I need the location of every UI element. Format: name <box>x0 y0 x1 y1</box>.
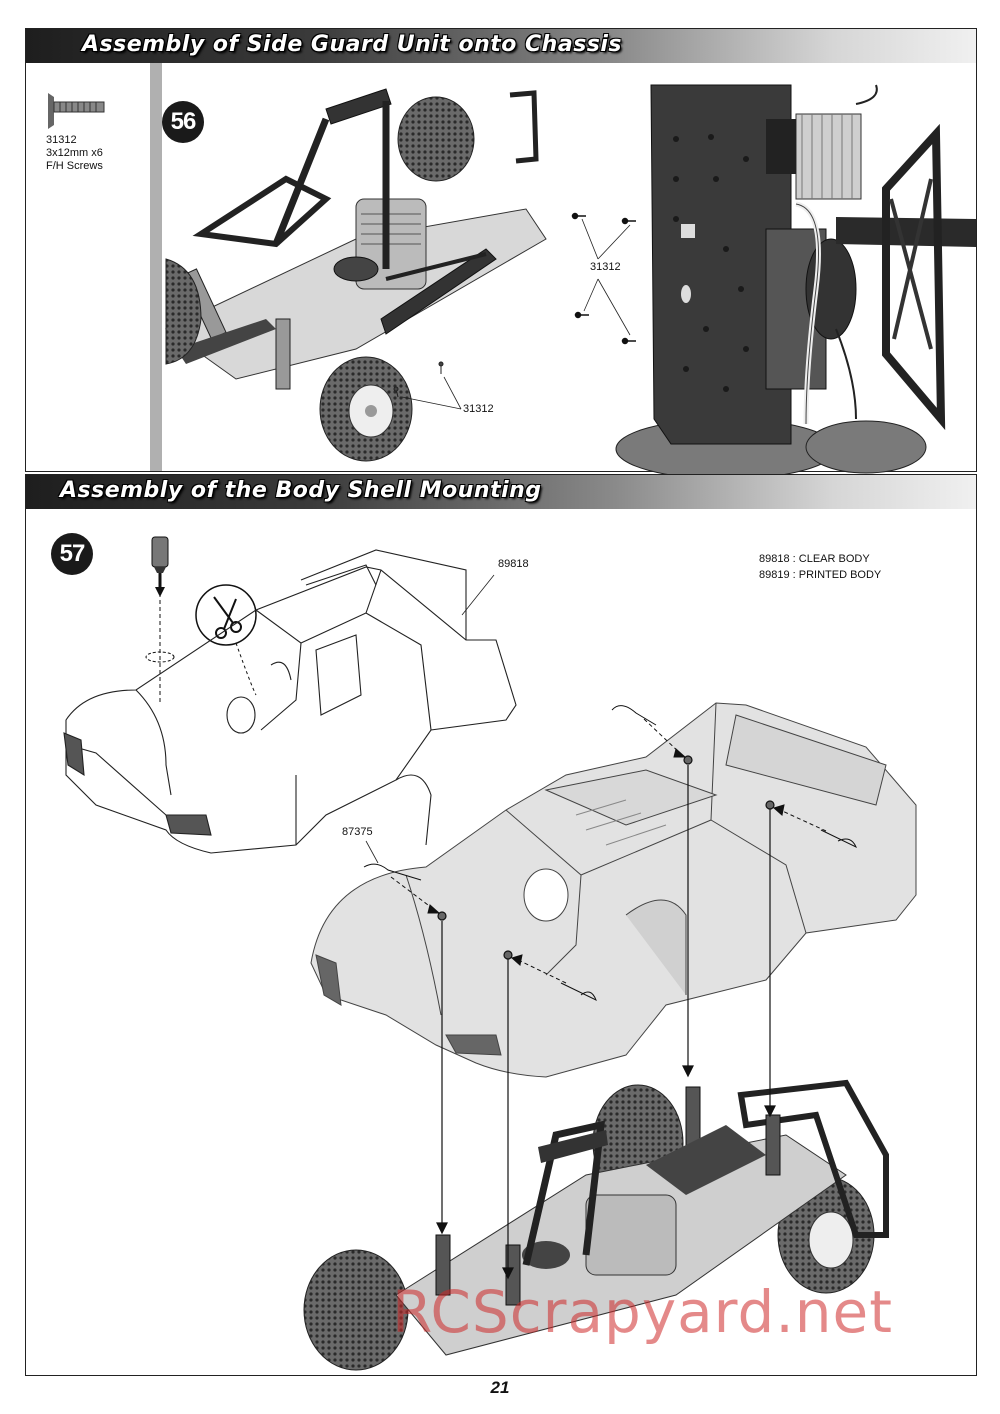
part-type: F/H Screws <box>46 160 103 172</box>
part-size: 3x12mm x6 <box>46 147 103 159</box>
side-guard-closeup-illustration <box>571 84 976 480</box>
step-number-badge: 56 <box>162 101 204 143</box>
page-number: 21 <box>490 1378 510 1397</box>
section-side-guard: Assembly of Side Guard Unit onto Chassis… <box>25 28 977 480</box>
clip-part-label: 87375 <box>342 826 373 838</box>
column-divider <box>150 63 162 471</box>
clear-body-outline <box>63 549 517 854</box>
legend-clear-body: 89818 : CLEAR BODY <box>759 553 870 565</box>
parts-list: 31312 3x12mm x6 F/H Screws <box>26 63 150 471</box>
step-number-badge: 57 <box>51 533 93 575</box>
chassis-side-guard-illustration <box>165 88 547 462</box>
watermark: RCScrapyard.net <box>392 1278 893 1346</box>
body-clip-icon <box>363 705 857 1002</box>
part-number: 31312 <box>46 134 77 146</box>
printed-body <box>310 702 917 1078</box>
chassis-bottom <box>303 1079 889 1371</box>
body-part-label: 89818 <box>498 558 529 570</box>
legend-printed-body: 89819 : PRINTED BODY <box>759 569 882 581</box>
body-shell-illustration <box>63 536 917 1371</box>
screw-label-left: 31312 <box>463 403 494 415</box>
screw-icon <box>48 93 105 129</box>
section-body-shell: Assembly of the Body Shell Mounting 57 <box>25 474 977 1376</box>
section-banner: Assembly of Side Guard Unit onto Chassis <box>26 29 976 63</box>
screwdriver-icon <box>145 536 175 705</box>
section-title: Assembly of the Body Shell Mounting <box>60 478 542 503</box>
section-title: Assembly of Side Guard Unit onto Chassis <box>82 32 623 57</box>
scissors-icon <box>195 584 257 696</box>
mounting-arrows <box>436 755 776 1280</box>
screw-label-right: 31312 <box>590 261 621 273</box>
section-banner: Assembly of the Body Shell Mounting <box>26 475 976 509</box>
